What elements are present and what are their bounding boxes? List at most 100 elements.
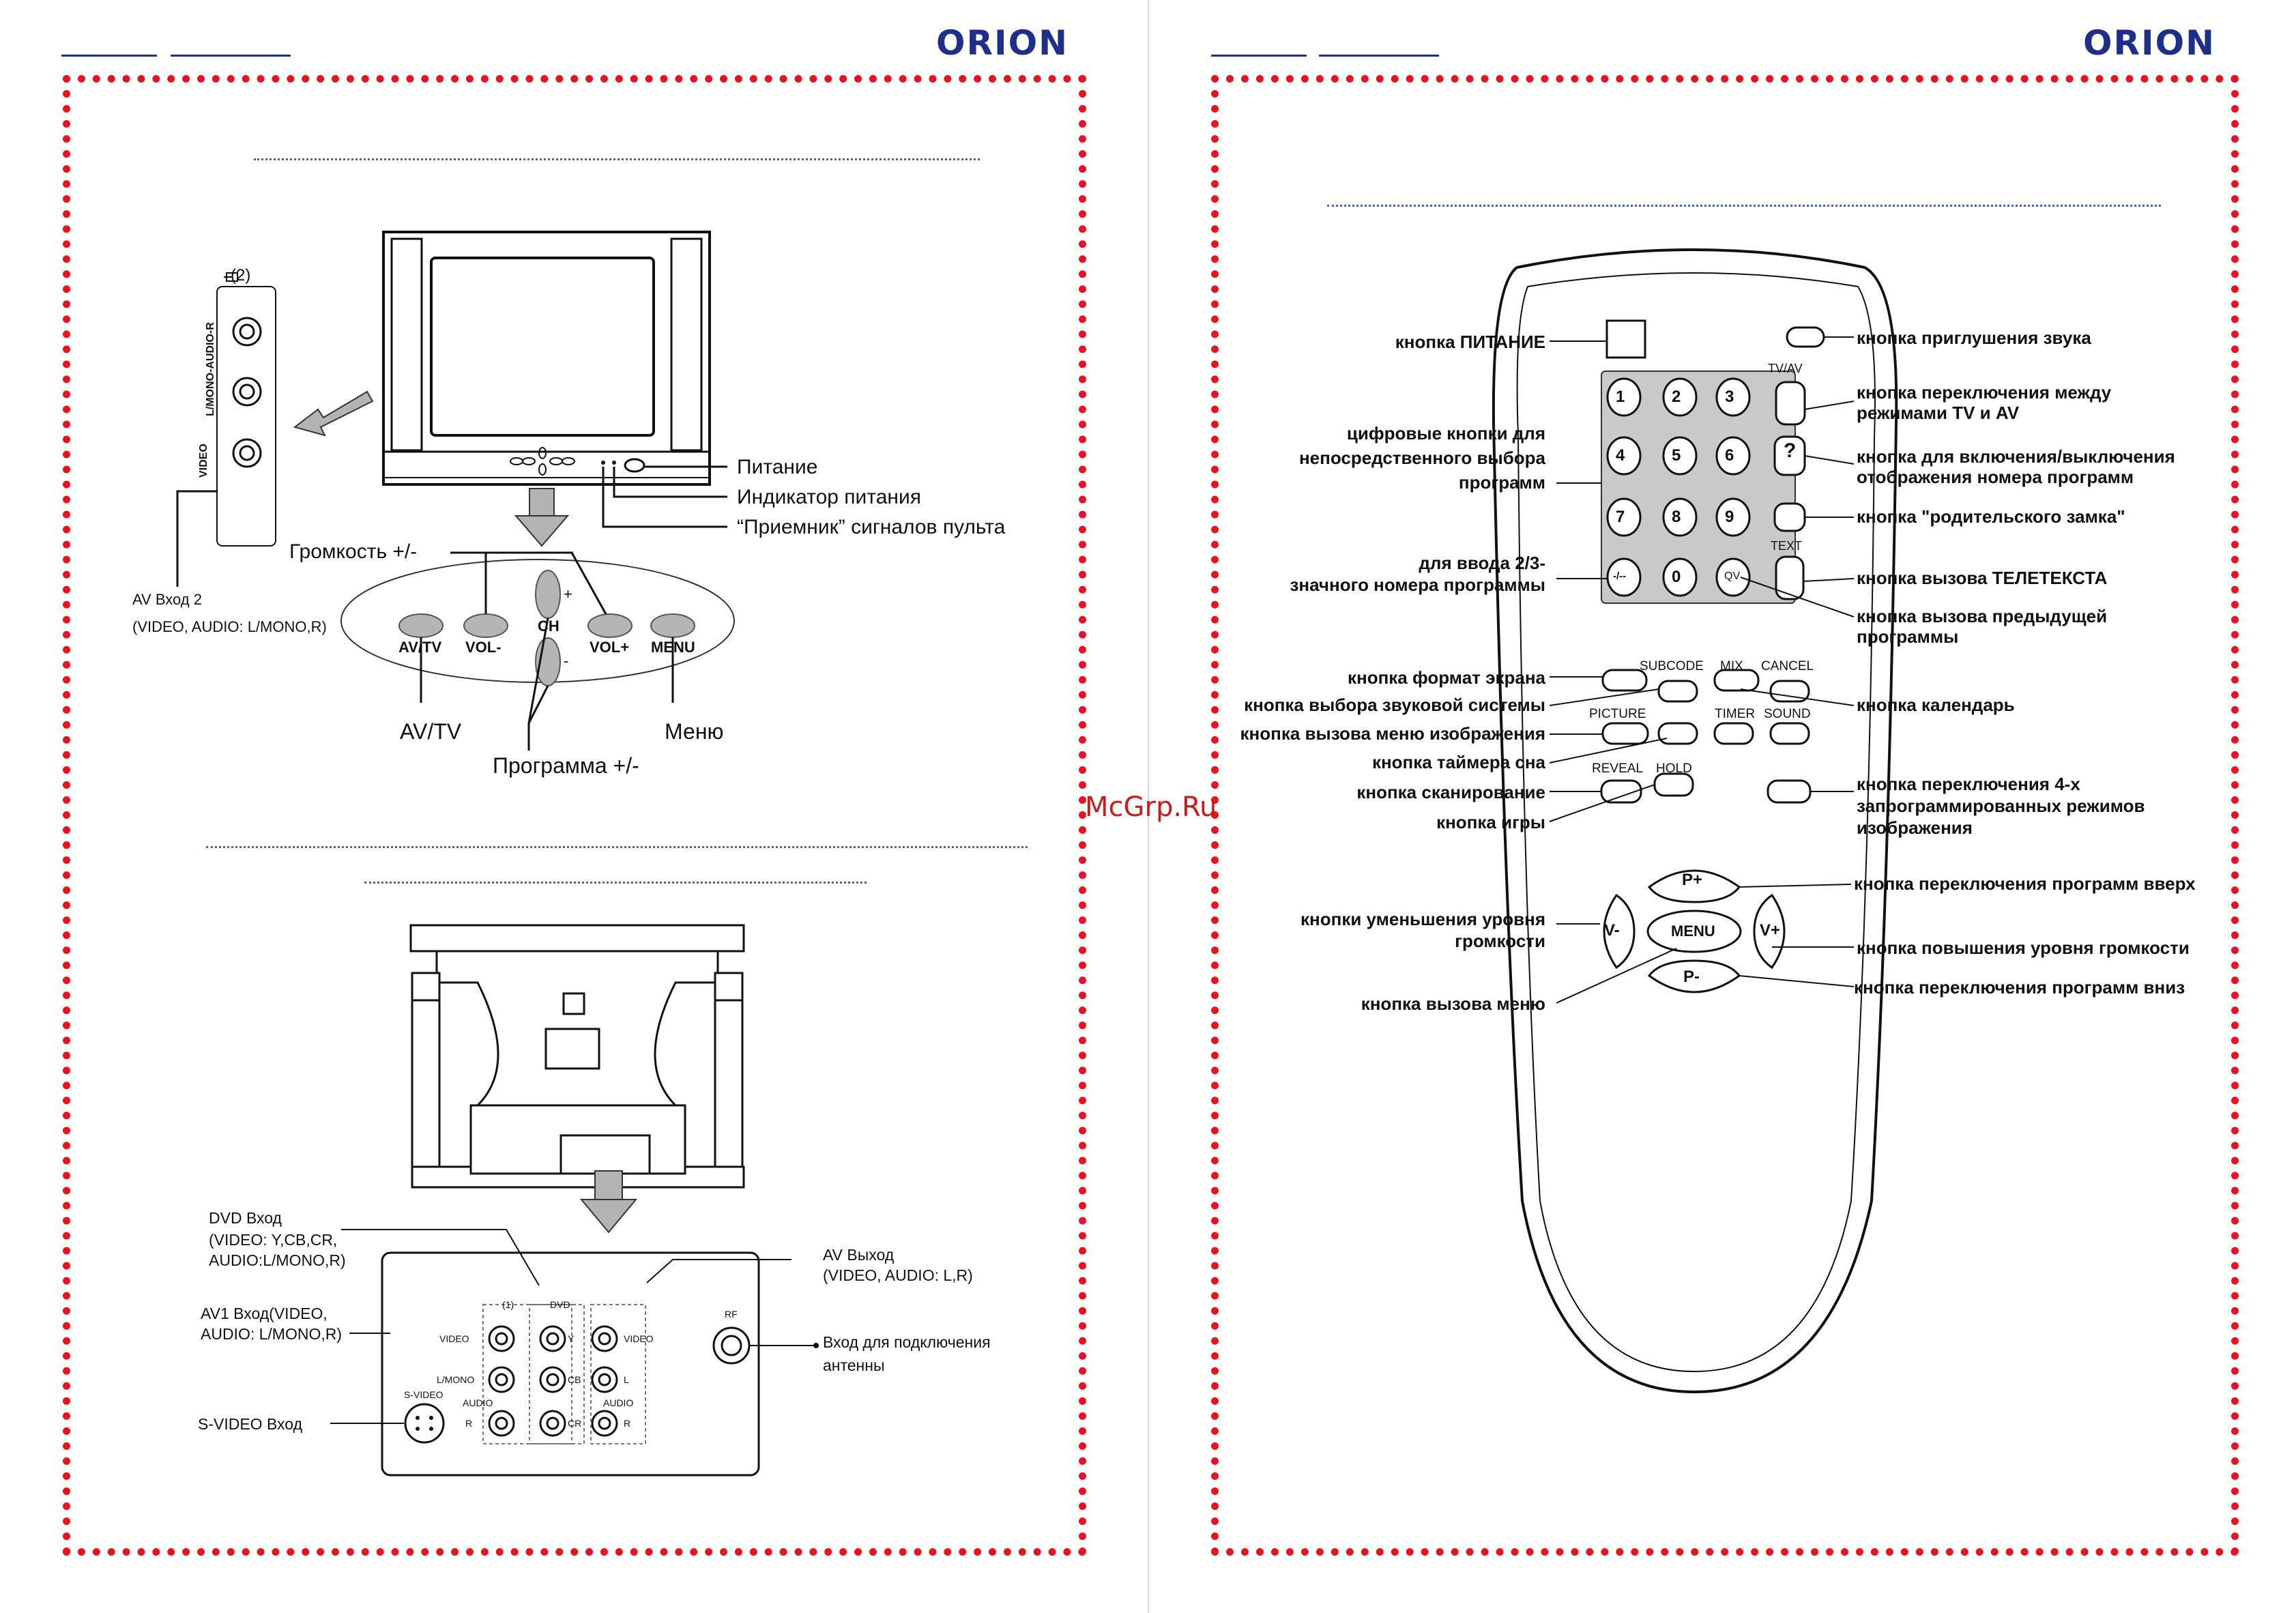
av-output-title: AV Выход: [823, 1246, 895, 1264]
digit-4-button: 4: [1616, 446, 1625, 465]
remote-receiver-label: “Приемник” сигналов пульта: [737, 516, 1006, 538]
subcode-button: SUBCODE: [1640, 659, 1704, 673]
label-vol-down-2: громкости: [1455, 931, 1545, 951]
dvd-input-desc: (VIDEO: Y,CB,CR,: [209, 1231, 338, 1249]
question-button: ?: [1784, 439, 1797, 462]
section-rule: [364, 882, 867, 884]
menu-button: MENU: [1671, 922, 1715, 940]
svideo-jack-label: S-VIDEO: [404, 1389, 444, 1400]
label-picture-modes-3: изображения: [1857, 817, 1973, 838]
v-plus-button: V+: [1760, 921, 1781, 940]
label-vol-up: кнопка повышения уровня громкости: [1857, 938, 2190, 958]
menu-button-label: MENU: [651, 639, 695, 656]
label-tvav-2: режимами TV и AV: [1857, 403, 2020, 423]
out-l-label: L: [624, 1374, 629, 1385]
dvd-cr-label: CR: [568, 1418, 582, 1429]
digit-1-button: 1: [1616, 388, 1625, 406]
timer-button: TIMER: [1715, 707, 1756, 721]
vol-plus-button-label: VOL+: [590, 639, 630, 656]
label-picture-menu: кнопка вызова меню изображения: [1240, 723, 1545, 744]
rf-label: RF: [725, 1309, 738, 1320]
label-prog-down: кнопка переключения программ вниз: [1854, 977, 2185, 998]
av1-r-label: R: [465, 1418, 473, 1429]
label-format: кнопка формат экрана: [1347, 667, 1545, 688]
qv-button: QV: [1724, 570, 1741, 582]
right-page: ORION: [1148, 0, 2296, 1613]
label-menu: кнопка вызова меню: [1361, 993, 1545, 1014]
avtv-caption: AV/TV: [400, 719, 462, 744]
ch-plus-label: +: [564, 585, 572, 602]
front-panel-diagram: [176, 231, 735, 751]
text-button: TEXT: [1771, 539, 1803, 553]
side-label-audio: L/MONO-AUDIO-R: [205, 322, 216, 416]
digit-7-button: 7: [1616, 508, 1625, 526]
label-number-display-1: кнопка для включения/выключения: [1857, 446, 2175, 467]
av1-input-desc: AUDIO: L/MONO,R): [201, 1325, 343, 1343]
antenna-input-title: Вход для подключения: [823, 1333, 991, 1351]
av2-desc: (VIDEO, AUDIO: L/MONO,R): [132, 618, 327, 635]
dvd-input-title: DVD Вход: [209, 1209, 282, 1227]
out-r-label: R: [624, 1418, 631, 1429]
out-audio-label: AUDIO: [603, 1397, 634, 1408]
avtv-button-label: AV/TV: [398, 639, 442, 656]
header-line: [171, 55, 291, 57]
label-picture-modes-2: запрограммированных режимов: [1857, 796, 2145, 816]
av1-input-title: AV1 Вход(VIDEO,: [201, 1305, 328, 1322]
tvav-button: TV/AV: [1768, 362, 1803, 375]
hold-button: HOLD: [1656, 761, 1692, 776]
remote-diagram: [1492, 248, 1898, 1394]
dvd-input-audio: AUDIO:L/MONO,R): [209, 1251, 346, 1269]
label-vol-down-1: кнопки уменьшения уровня: [1300, 909, 1545, 929]
label-mute: кнопка приглушения звука: [1857, 328, 2091, 348]
label-sound-system: кнопка выбора звуковой системы: [1244, 695, 1545, 715]
av1-lmono-label: L/MONO: [437, 1374, 475, 1385]
dvd-jack-label: DVD: [550, 1299, 570, 1310]
rear-panel-diagram: [330, 924, 819, 1477]
cancel-button: CANCEL: [1761, 659, 1814, 673]
label-digits-2: непосредственного выбора: [1298, 448, 1545, 468]
header-line: [1319, 55, 1439, 57]
av1-video-label: VIDEO: [439, 1333, 469, 1344]
digit-5-button: 5: [1672, 446, 1681, 465]
label-number-display-2: отображения номера программ: [1857, 467, 2134, 487]
power-indicator-label: Индикатор питания: [737, 486, 921, 508]
svideo-input-label: S-VIDEO Вход: [198, 1415, 302, 1433]
digit-0-button: 0: [1672, 568, 1681, 586]
label-digits-1: цифровые кнопки для: [1346, 423, 1545, 444]
label-tvav-1: кнопка переключения между: [1857, 382, 2112, 403]
header-line: [61, 55, 157, 57]
label-prog-up: кнопка переключения программ вверх: [1854, 873, 2196, 894]
vol-minus-button-label: VOL-: [465, 639, 502, 656]
brand-logo: ORION: [2083, 23, 2215, 63]
dash-button: -/--: [1613, 570, 1627, 582]
label-twothree-2: значного номера программы: [1290, 575, 1545, 595]
label-prev-program-1: кнопка вызова предыдущей: [1857, 606, 2108, 626]
program-caption: Программа +/-: [493, 753, 639, 778]
digit-2-button: 2: [1672, 388, 1681, 406]
av2-jack-label: (2): [231, 266, 251, 285]
section-rule: [1327, 205, 2161, 207]
volume-label: Громкость +/-: [289, 540, 418, 563]
digit-8-button: 8: [1672, 508, 1681, 526]
header-line: [1211, 55, 1307, 57]
brand-logo: ORION: [936, 23, 1069, 63]
ch-button-label: CH: [538, 617, 560, 635]
label-prev-program-2: программы: [1857, 626, 1959, 647]
dvd-cb-label: CB: [568, 1374, 581, 1385]
av-output-desc: (VIDEO, AUDIO: L,R): [823, 1266, 973, 1284]
label-digits-3: программ: [1458, 472, 1545, 493]
label-power: кнопка ПИТАНИЕ: [1395, 332, 1545, 352]
av1-audio-label: AUDIO: [463, 1397, 493, 1408]
dotted-border: [63, 75, 1086, 1556]
picture-button: PICTURE: [1589, 707, 1646, 721]
dvd-y-label: Y: [568, 1333, 575, 1344]
out-video-label: VIDEO: [624, 1333, 654, 1344]
left-page: ORION: [61, 23, 1086, 1556]
menu-caption: Меню: [665, 719, 724, 744]
label-sleep: кнопка таймера сна: [1371, 752, 1545, 772]
section-rule: [254, 158, 980, 160]
label-scan: кнопка сканирование: [1356, 782, 1545, 802]
label-picture-modes-1: кнопка переключения 4-х: [1857, 774, 2080, 794]
side-label-video: VIDEO: [198, 444, 209, 478]
digit-3-button: 3: [1725, 388, 1734, 406]
